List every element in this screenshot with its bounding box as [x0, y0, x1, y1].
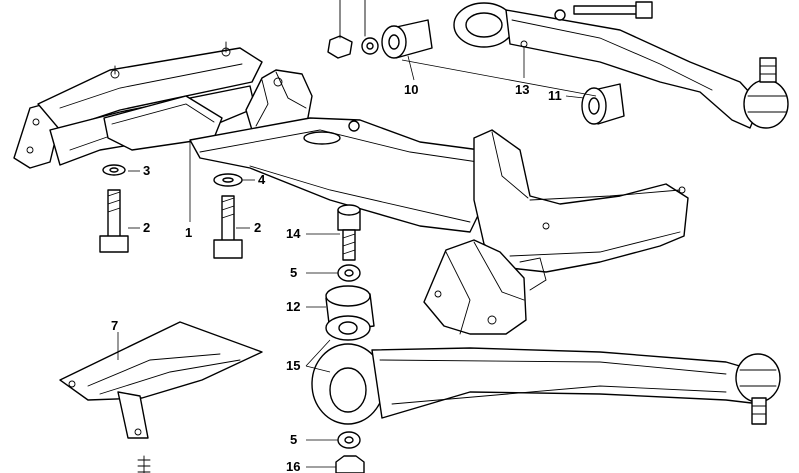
callout-4: 4 [258, 172, 266, 187]
hex-nut-icon [335, 455, 365, 473]
callout-11: 11 [548, 88, 562, 103]
hex-bolt-icon [99, 189, 129, 253]
washer-icon [102, 164, 126, 176]
callout-15: 15 [286, 358, 301, 373]
rubber-mount-icon [325, 285, 375, 341]
leader-lines [117, 46, 597, 468]
callout-12: 12 [286, 299, 301, 314]
front-axle-carrier-icon [13, 41, 689, 335]
callout-2-left: 2 [143, 220, 151, 235]
callout-14: 14 [286, 226, 301, 241]
callout-16: 16 [286, 459, 301, 473]
callout-5-lower: 5 [290, 432, 298, 447]
hex-bolt-icon [213, 195, 243, 259]
washer-icon [337, 431, 361, 449]
washer-icon [337, 264, 361, 282]
callout-3: 3 [143, 163, 151, 178]
callout-13: 13 [515, 82, 530, 97]
socket-bolt-icon [337, 204, 361, 261]
callout-7: 7 [111, 318, 119, 333]
rubber-mount-icon [581, 83, 625, 125]
washer-icon [213, 173, 243, 187]
reinforcement-plate-icon [59, 321, 263, 473]
control-arm-icon [311, 343, 781, 425]
rubber-mount-icon [327, 0, 433, 59]
callout-10: 10 [404, 82, 419, 97]
control-arm-icon [453, 1, 789, 129]
callout-5-upper: 5 [290, 265, 298, 280]
callout-1: 1 [185, 225, 193, 240]
callout-2-right: 2 [254, 220, 262, 235]
